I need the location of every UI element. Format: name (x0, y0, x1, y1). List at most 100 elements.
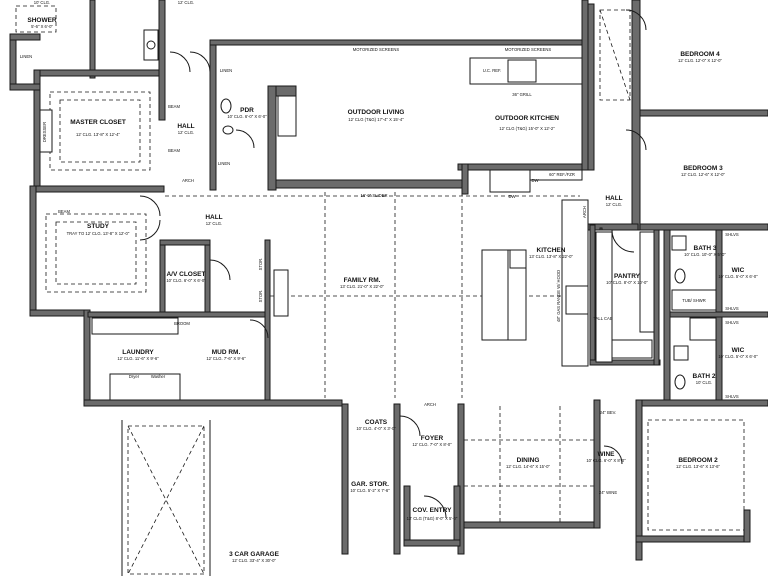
note-screens-2: MOTORIZED SCREENS (505, 47, 552, 52)
note-shlvs-4: SHLVS (725, 394, 739, 399)
room-gar-stor: GAR. STOR.10' CLG. 5'-2" X 7'-6" (350, 481, 390, 493)
svg-text:12' CLG. 7'-6" X 9'-6": 12' CLG. 7'-6" X 9'-6" (206, 356, 246, 361)
note-broom: BROOM (174, 321, 190, 326)
note-beam-1: BEAM (168, 104, 180, 109)
note-clg-shower: 10' CLG. (34, 0, 50, 5)
note-ref: 60" REF./FZR (549, 172, 575, 177)
svg-text:12' CLG. 12'-6" X 12'-0": 12' CLG. 12'-6" X 12'-0" (681, 172, 726, 177)
svg-text:12' CLG (T&G) 17'-4" X 15'-4": 12' CLG (T&G) 17'-4" X 15'-4" (348, 117, 404, 122)
svg-text:BEDROOM 2: BEDROOM 2 (678, 457, 718, 464)
svg-text:HALL: HALL (177, 123, 194, 130)
svg-text:HALL: HALL (205, 214, 222, 221)
svg-text:10' CLG. 6'-0" X 6'-0": 10' CLG. 6'-0" X 6'-0" (166, 278, 206, 283)
note-shlvs-2: SHLVS (725, 306, 739, 311)
room-mud-rm: MUD RM.12' CLG. 7'-6" X 9'-6" (206, 349, 246, 361)
note-dryer: Dryer (129, 374, 140, 379)
svg-text:12' CLG (T&G) 8'-0" X 5'-0": 12' CLG (T&G) 8'-0" X 5'-0" (407, 516, 458, 521)
svg-text:10' CLG. 6'-0" X 6'-0": 10' CLG. 6'-0" X 6'-0" (227, 114, 267, 119)
note-dresser: DRESSER (42, 122, 47, 142)
svg-text:12' CLG. 12'-0" X 12'-0": 12' CLG. 12'-0" X 12'-0" (678, 58, 723, 63)
svg-text:FOYER: FOYER (421, 435, 444, 442)
svg-text:13' CLG. 21'-0" X 22'-0": 13' CLG. 21'-0" X 22'-0" (340, 284, 385, 289)
svg-text:12' CLG.: 12' CLG. (606, 202, 622, 207)
notes: 12' CLG. 10' CLG. MOTORIZED SCREENS MOTO… (20, 0, 739, 495)
svg-text:A/V CLOSET: A/V CLOSET (166, 271, 205, 278)
svg-text:5'-6" X 6'-0": 5'-6" X 6'-0" (31, 24, 53, 29)
svg-text:WIC: WIC (732, 347, 745, 354)
svg-text:10' CLG. 5'-0" X 6'-0": 10' CLG. 5'-0" X 6'-0" (718, 274, 758, 279)
svg-text:10' CLG. 8'-0" X 10'-0": 10' CLG. 8'-0" X 10'-0" (606, 280, 648, 285)
note-grill: 36" GRILL (512, 92, 532, 97)
note-shlvs-3: SHLVS (725, 320, 739, 325)
svg-text:12' CLG. 14'-6" X 15'-0": 12' CLG. 14'-6" X 15'-0" (506, 464, 551, 469)
note-arch-3: ARCH (582, 206, 587, 218)
svg-text:BEDROOM 3: BEDROOM 3 (683, 165, 723, 172)
note-screens-1: MOTORIZED SCREENS (353, 47, 400, 52)
svg-text:12' CLG. 11'-6" X 9'-6": 12' CLG. 11'-6" X 9'-6" (117, 356, 159, 361)
svg-text:STUDY: STUDY (87, 223, 110, 230)
doors (139, 9, 647, 519)
note-slider: 16'-0" SLIDER (361, 193, 388, 198)
svg-text:MASTER CLOSET: MASTER CLOSET (70, 119, 126, 126)
note-tall-cab: TALL CAB (593, 316, 613, 321)
svg-text:OUTDOOR LIVING: OUTDOOR LIVING (348, 109, 405, 116)
svg-text:10' CLG. 10'-0" X 5'-0": 10' CLG. 10'-0" X 5'-0" (684, 252, 726, 257)
note-linen-3: LINEN (218, 161, 230, 166)
svg-text:12' CLG. 7'-0" X 8'-0": 12' CLG. 7'-0" X 8'-0" (412, 442, 452, 447)
svg-text:10' CLG. 5'-2" X 7'-6": 10' CLG. 5'-2" X 7'-6" (350, 488, 390, 493)
svg-text:WINE: WINE (598, 451, 616, 458)
svg-text:12' CLG. 13'-6" X 13'-6": 12' CLG. 13'-6" X 13'-6" (676, 464, 721, 469)
svg-text:TRAY TO 12' CLG. 13'-8" X 12'-: TRAY TO 12' CLG. 13'-8" X 12'-0" (67, 231, 130, 236)
note-beam-3: BEAM (58, 209, 70, 214)
note-stor-2: STOR. (258, 290, 263, 303)
svg-text:12' CLG (T&G) 15'-0" X 12'-2": 12' CLG (T&G) 15'-0" X 12'-2" (499, 126, 555, 131)
note-beam-2: BEAM (168, 148, 180, 153)
note-range: 48" GAS RANGE W/ HOOD (556, 270, 561, 322)
svg-text:12' CLG. 33'-4" X 30'-0": 12' CLG. 33'-4" X 30'-0" (232, 558, 277, 563)
svg-text:PDR: PDR (240, 107, 254, 114)
svg-text:10' CLG. 4'-0" X 3'-0": 10' CLG. 4'-0" X 3'-0" (356, 426, 396, 431)
svg-text:OUTDOOR KITCHEN: OUTDOOR KITCHEN (495, 115, 559, 122)
note-linen-2: LINEN (220, 68, 232, 73)
room-family-rm: FAMILY RM.13' CLG. 21'-0" X 22'-0" (340, 277, 385, 289)
room-bedroom-4: BEDROOM 412' CLG. 12'-0" X 12'-0" (678, 51, 723, 63)
svg-text:LAUNDRY: LAUNDRY (122, 349, 154, 356)
svg-text:KITCHEN: KITCHEN (537, 247, 566, 254)
svg-text:PANTRY: PANTRY (614, 273, 641, 280)
svg-text:3 CAR GARAGE: 3 CAR GARAGE (229, 551, 280, 558)
note-shlvs-1: SHLVS (725, 232, 739, 237)
note-clg-top: 12' CLG. (178, 0, 194, 5)
note-dw: DW (532, 178, 539, 183)
room-bath-2: BATH 210' CLG. (693, 373, 716, 385)
svg-text:HALL: HALL (605, 195, 622, 202)
svg-text:10' CLG. 5'-0" X 6'-0": 10' CLG. 5'-0" X 6'-0" (718, 354, 758, 359)
note-washer: Washer (151, 374, 166, 379)
svg-text:12' CLG.: 12' CLG. (178, 130, 194, 135)
svg-text:10' CLG.: 10' CLG. (696, 380, 712, 385)
svg-text:WIC: WIC (732, 267, 745, 274)
svg-text:13' CLG. 13'-8" X 22'-0": 13' CLG. 13'-8" X 22'-0" (529, 254, 574, 259)
svg-text:DINING: DINING (517, 457, 540, 464)
note-stor-1: STOR. (258, 258, 263, 271)
note-uc-ref: U.C. REF. (483, 68, 502, 73)
interior-lines (15, 5, 745, 576)
note-wine-bev: 24" BEV. (600, 410, 616, 415)
note-tub: TUB/ SHWR (682, 298, 706, 303)
